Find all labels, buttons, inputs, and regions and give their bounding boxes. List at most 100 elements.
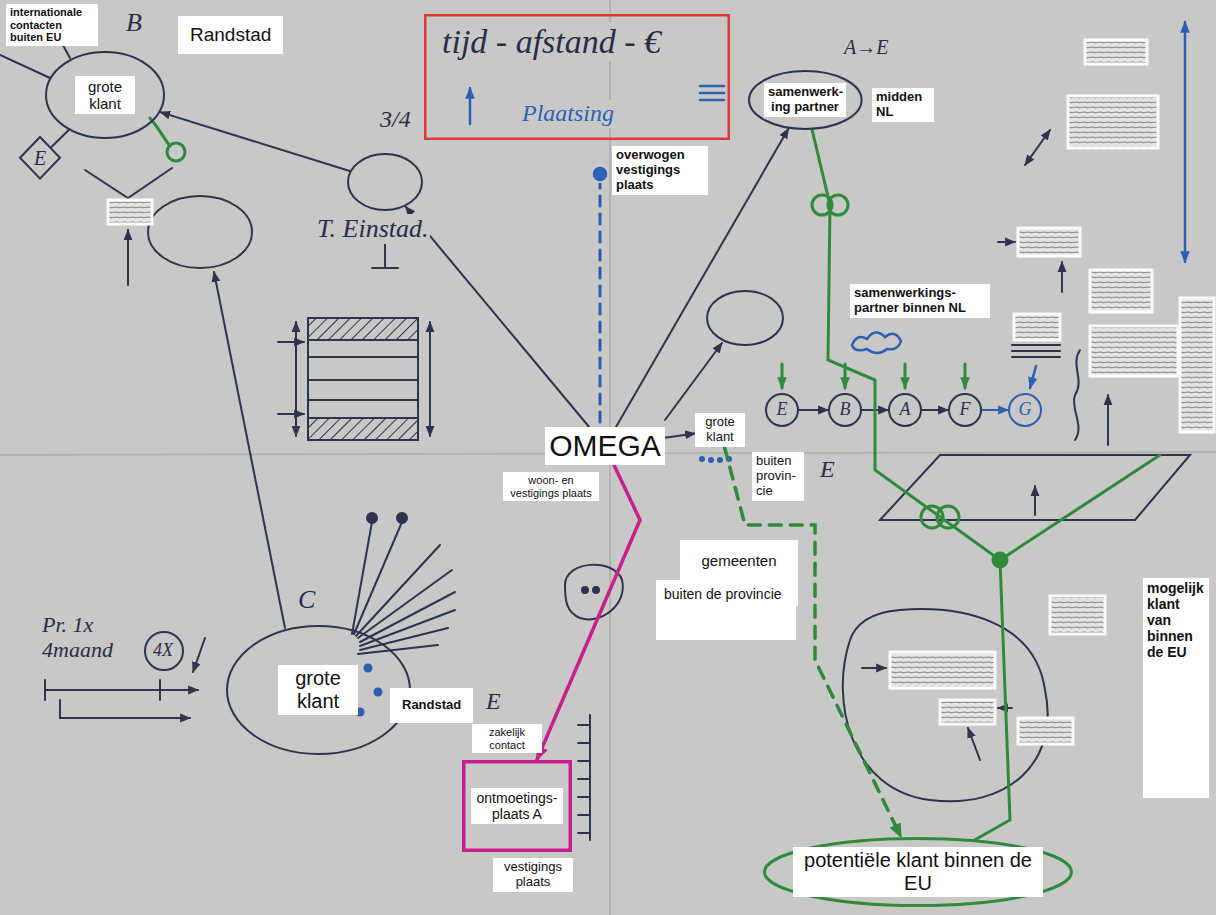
step-circle: A (888, 393, 922, 427)
partner-ellipse: samenwerk- ing partnerA→E (748, 70, 863, 130)
ink-sketch (308, 318, 418, 340)
blue-ink (708, 457, 714, 463)
node-body: potentiële klant binnen de EU (763, 837, 1073, 907)
green-ink (904, 364, 907, 388)
ink-sketch (308, 318, 418, 440)
node-heading: tijd - afstand - € (440, 22, 663, 61)
connector-arrow (724, 447, 901, 837)
ink-sketch (352, 522, 455, 654)
box-outline (464, 762, 571, 851)
shape-outline (347, 153, 423, 211)
ellipse-outline (829, 394, 861, 426)
ink-sketch (1061, 262, 1063, 292)
ink-sketch (127, 230, 129, 285)
ink-sketch (1074, 350, 1080, 440)
node-label: grote klant (695, 413, 745, 447)
blue-ink (599, 184, 602, 422)
ellipse-outline (949, 394, 981, 426)
handwritten-mark: E (818, 456, 837, 484)
ink-sketch (372, 267, 398, 269)
handwritten-mark: 4X (151, 640, 175, 661)
node-label: potentiële klant binnen de EU (793, 847, 1043, 897)
node-heading: C (296, 585, 317, 615)
node-body: E (18, 135, 62, 181)
ink-sketch (1034, 486, 1036, 515)
redacted-note (108, 200, 152, 224)
redacted-note (1068, 96, 1158, 148)
node-body: G (1008, 393, 1042, 427)
prospect-ellipse: potentiële klant binnen de EU (763, 837, 1073, 907)
client-ellipse: grote klantC (226, 625, 411, 755)
ink-sketch (145, 632, 183, 670)
node-heading: 3/4 (378, 106, 413, 134)
ellipse-outline (348, 154, 422, 210)
ink-sketch (593, 587, 599, 593)
blue-ink (594, 168, 606, 180)
criteria-box: tijd - afstand - €Plaatsing (424, 14, 730, 140)
ink-sketch (85, 168, 172, 198)
ink-sketch (397, 513, 407, 523)
node-body: ontmoetings- plaats A (462, 760, 572, 852)
node-body: F (948, 393, 982, 427)
node-body: grote klant (695, 413, 745, 447)
blue-ink (1184, 22, 1187, 262)
connector-arrow (982, 409, 1008, 411)
blue-ink (364, 664, 373, 673)
connector-arrow (160, 112, 350, 171)
node-body: E (765, 393, 799, 427)
handwritten-note: T. Einstad. (315, 214, 430, 244)
redacted-note (1050, 596, 1105, 634)
green-ink (964, 364, 967, 388)
ellipse-outline (749, 71, 862, 129)
ink-sketch (367, 513, 377, 523)
ink-sketch (308, 418, 418, 440)
step-circle: F (948, 393, 982, 427)
ellipse-outline (1009, 394, 1041, 426)
ellipse-outline (889, 394, 921, 426)
ink-sketch (214, 272, 285, 628)
blue-ink (1030, 366, 1036, 388)
ink-sketch (278, 341, 304, 343)
ink-sketch (45, 680, 160, 700)
node-letter: E (34, 147, 46, 169)
location-ellipse: 3/4 (347, 153, 423, 211)
connector-arrow (812, 130, 1010, 840)
ink-sketch (665, 343, 722, 420)
node-body: B (828, 393, 862, 427)
blue-ink (852, 332, 901, 353)
ink-sketch (429, 322, 431, 436)
node-label: samenwerk- ing partner (764, 83, 846, 117)
connector-arrow (922, 409, 948, 411)
blue-ink (700, 86, 724, 100)
blue-ink (469, 88, 472, 124)
redacted-note (940, 700, 995, 724)
redacted-note (1014, 314, 1060, 340)
ink-sketch (998, 241, 1015, 243)
step-circle: G (1008, 393, 1042, 427)
region-tag: midden NL (872, 88, 934, 122)
redacted-note (1090, 326, 1178, 376)
ellipse-outline (227, 626, 410, 754)
node-label: grote klant (278, 665, 358, 715)
step-circle: E (765, 393, 799, 427)
ink-sketch (160, 689, 198, 691)
region-tag: Randstad (178, 16, 283, 54)
green-ink (781, 364, 784, 388)
handwritten-note: Pr. 1x 4maand (40, 612, 144, 663)
handwritten-mark: E (484, 688, 503, 716)
redacted-note (1018, 228, 1080, 256)
redacted-note (108, 40, 1214, 744)
connector-arrow (799, 409, 828, 411)
step-circle: B (828, 393, 862, 427)
decision-diamond: E (18, 135, 62, 181)
ellipse-outline (46, 52, 164, 138)
ink-sketch (278, 413, 304, 415)
node-heading: B (124, 8, 144, 38)
ellipse-outline (765, 839, 1072, 906)
connector-arrow (537, 465, 640, 760)
green-ink (1000, 455, 1160, 560)
node-body: A (888, 393, 922, 427)
